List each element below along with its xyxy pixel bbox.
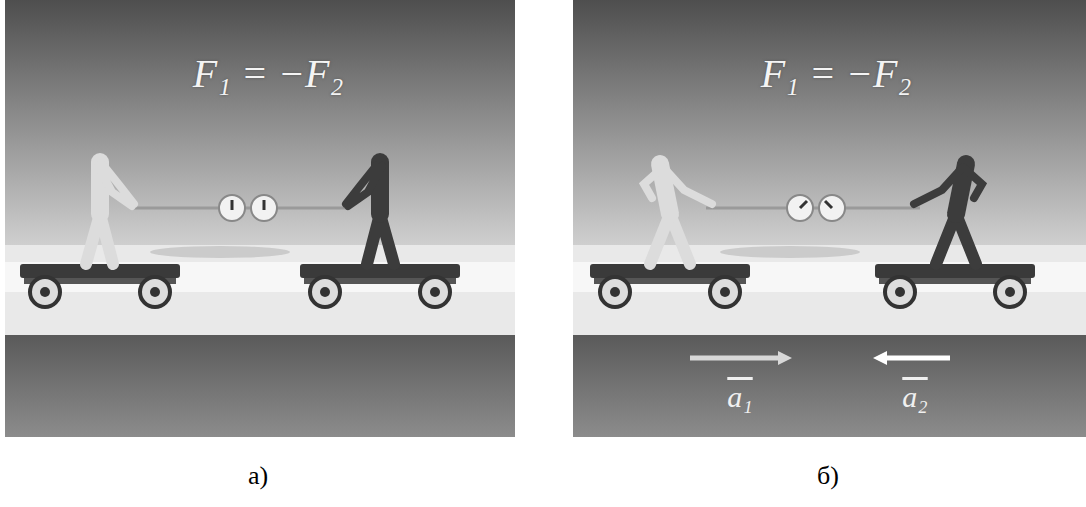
acceleration-label: a₂	[902, 380, 927, 413]
acceleration-label: a₁	[727, 380, 752, 413]
panel-label: а)	[248, 462, 268, 491]
force-formula: F₁ = −F₂	[761, 52, 912, 96]
force-formula: F₁ = −F₂	[193, 52, 344, 96]
panel-label: б)	[817, 462, 839, 491]
